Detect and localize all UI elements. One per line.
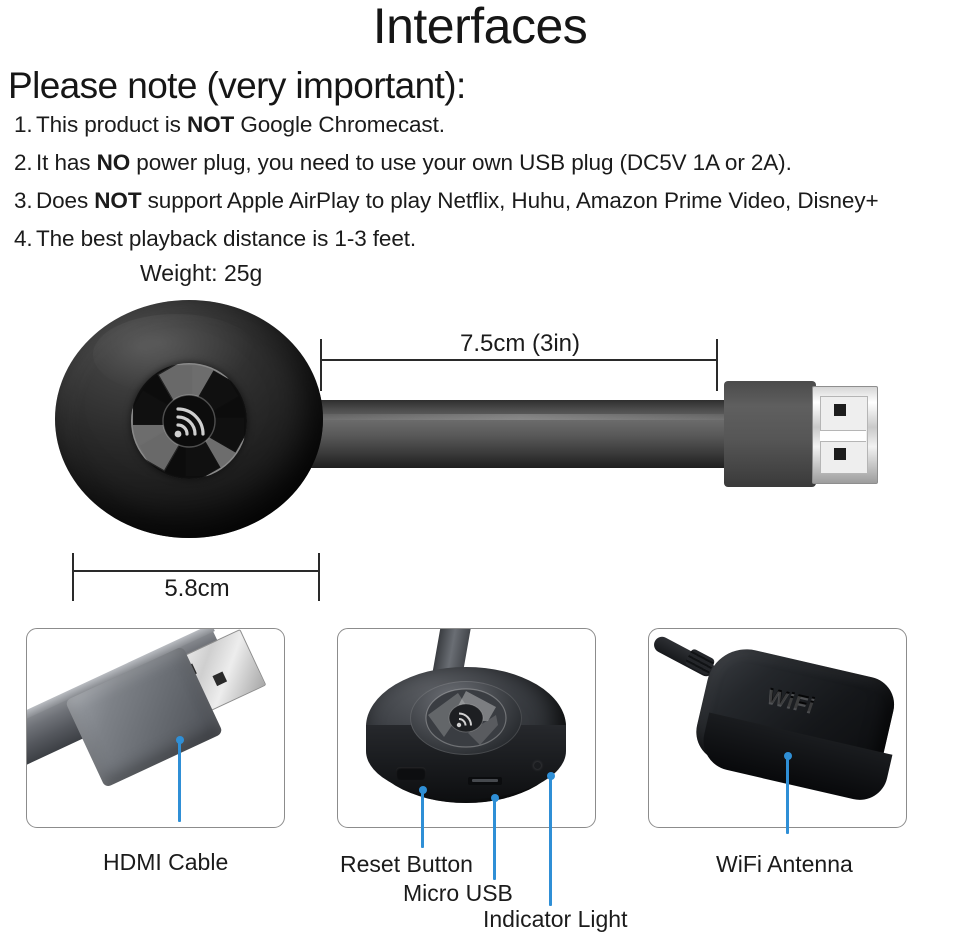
note-text-pre: This product is <box>36 112 187 137</box>
hdmi-pin-upper <box>834 404 846 416</box>
dimension-line-diameter <box>72 570 320 572</box>
note-number: 4. <box>14 226 33 251</box>
callout-label-indicator-light: Indicator Light <box>483 906 628 932</box>
diameter-dimension-label: 5.8cm <box>164 575 230 602</box>
callout-label-wifi-antenna: WiFi Antenna <box>716 851 853 877</box>
dimension-tick-right <box>716 339 718 391</box>
note-text-pre: It has <box>36 150 97 175</box>
reset-button-port <box>396 767 426 780</box>
note-text-post: Google Chromecast. <box>234 112 445 137</box>
hdmi-plug-housing <box>724 381 816 487</box>
callout-dot-reset-button <box>418 786 427 794</box>
weight-label: Weight: 25g <box>140 260 263 286</box>
aperture-wifi-logo <box>131 363 247 479</box>
callout-line-wifi-antenna <box>786 756 790 834</box>
callout-line-micro-usb <box>493 798 497 880</box>
panel-wifi-antenna: WiFi <box>648 628 907 828</box>
note-text-post: support Apple AirPlay to play Netflix, H… <box>141 188 879 213</box>
callout-label-micro-usb: Micro USB <box>403 880 513 906</box>
callout-line-indicator-light <box>549 776 553 906</box>
callout-line-reset-button <box>421 790 425 848</box>
aperture-wifi-logo-small <box>425 688 507 748</box>
note-item-3: 3.Does NOT support Apple AirPlay to play… <box>14 188 879 214</box>
please-note-heading: Please note (very important): <box>8 65 466 106</box>
callout-line-hdmi-cable <box>178 740 182 822</box>
note-number: 1. <box>14 112 33 137</box>
diameter-tick-right <box>318 553 320 601</box>
panel-hdmi-cable <box>26 628 285 828</box>
note-text-pre: The best playback distance is 1-3 feet. <box>36 226 417 251</box>
callout-label-reset-button: Reset Button <box>340 851 473 877</box>
dimension-tick-left <box>320 339 322 391</box>
note-item-1: 1.This product is NOT Google Chromecast. <box>14 112 445 138</box>
note-emphasis: NOT <box>94 188 142 213</box>
page-title: Interfaces <box>372 0 588 54</box>
hdmi-cable-shaft <box>300 400 740 468</box>
callout-dot-wifi-antenna <box>783 752 792 760</box>
wifi-signal-icon <box>162 394 216 448</box>
panel-dongle-ports <box>337 628 596 828</box>
note-item-2: 2.It has NO power plug, you need to use … <box>14 150 792 176</box>
dongle-logo-face <box>410 681 522 755</box>
callout-dot-hdmi-cable <box>175 736 184 744</box>
callout-dot-micro-usb <box>490 794 499 802</box>
hdmi-pin-lower <box>834 448 846 460</box>
micro-usb-port <box>468 777 502 785</box>
callout-label-hdmi-cable: HDMI Cable <box>103 849 229 875</box>
note-number: 3. <box>14 188 33 213</box>
note-emphasis: NOT <box>186 112 235 137</box>
cable-highlight <box>300 414 740 420</box>
hdmi-plug-notch <box>820 430 866 442</box>
note-text-pre: Does <box>36 188 95 213</box>
indicator-light-led <box>534 762 541 769</box>
diameter-tick-left <box>72 553 74 601</box>
note-emphasis: NO <box>96 150 131 175</box>
callout-dot-indicator-light <box>546 772 555 780</box>
note-text-post: power plug, you need to use your own USB… <box>130 150 792 175</box>
dimension-line-length <box>320 359 718 361</box>
length-dimension-label: 7.5cm (3in) <box>459 330 581 357</box>
note-item-4: 4.The best playback distance is 1-3 feet… <box>14 226 416 252</box>
note-number: 2. <box>14 150 33 175</box>
